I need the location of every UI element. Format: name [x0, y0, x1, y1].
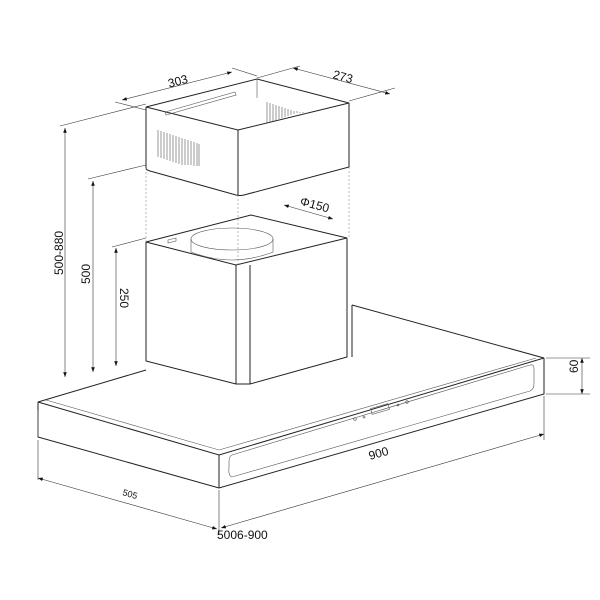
dim-lower-height: 250: [117, 288, 131, 308]
dim-total-height: 500-880: [52, 231, 66, 275]
dim-chimney-width: 303: [166, 72, 189, 91]
dim-upper-height: 500: [79, 264, 93, 284]
dim-hood-thickness: 60: [567, 359, 581, 373]
dim-hood-width: 900: [367, 444, 390, 463]
dim-hood-depth: 505: [121, 487, 138, 501]
model-label: 5006-900: [217, 528, 268, 542]
dim-chimney-depth: 273: [331, 67, 354, 86]
duct-collar: [190, 227, 274, 261]
dim-duct-diameter: Φ150: [299, 194, 332, 215]
dimension-lines: [37, 65, 590, 535]
vent-slots-left: [157, 130, 200, 166]
vent-slots-right: [266, 102, 307, 123]
lower-chimney: [145, 167, 350, 385]
upper-chimney: [145, 78, 350, 196]
control-panel: [353, 400, 409, 421]
hood-body: [37, 304, 545, 489]
